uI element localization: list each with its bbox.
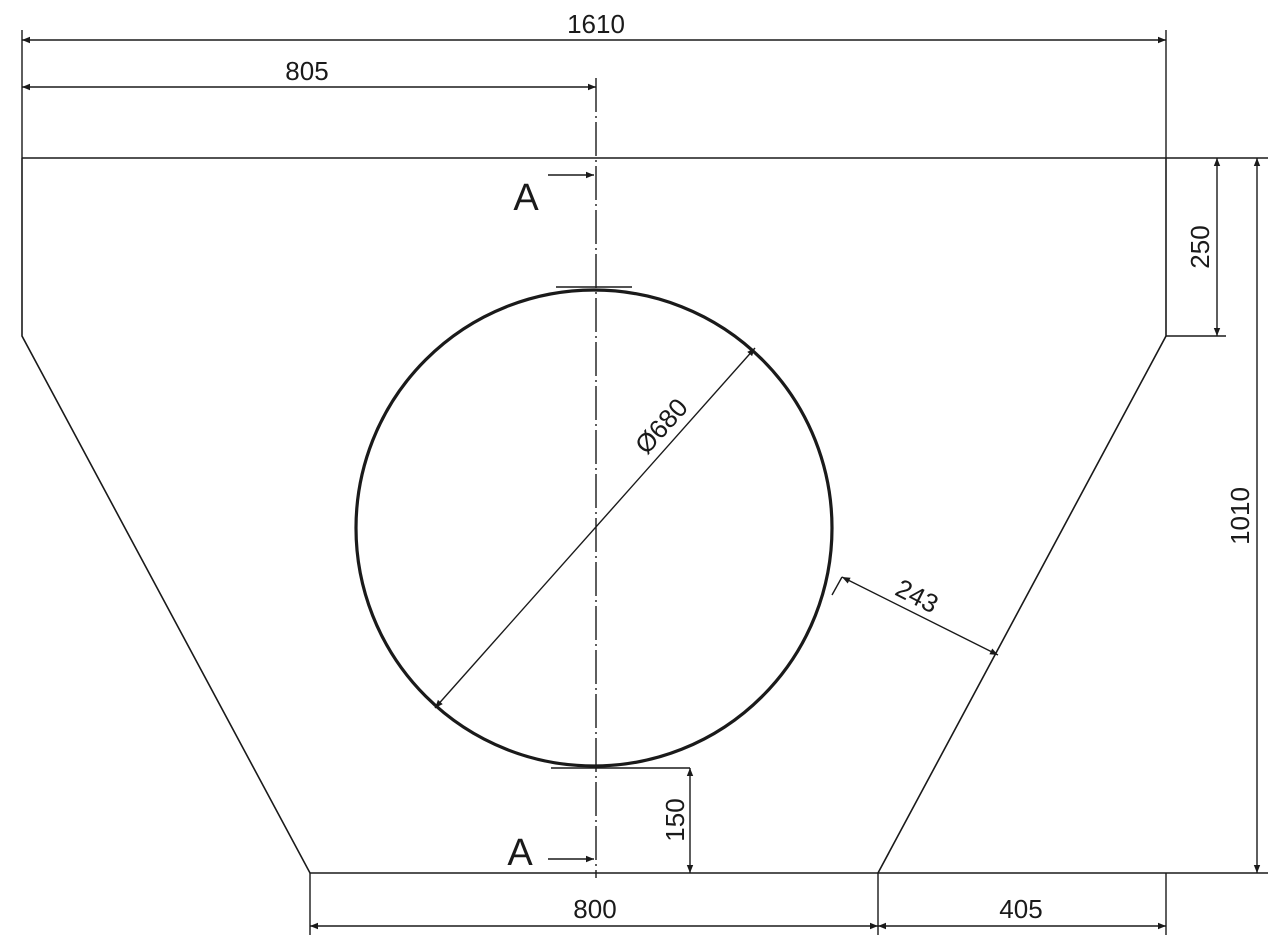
dim-label-243: 243 [891,573,943,619]
dim-label-800: 800 [573,894,616,924]
dim-hole-diameter: Ø680 [434,347,756,709]
hopper-outline [21,158,1167,874]
dim-label-250: 250 [1185,225,1215,268]
dim-label-680: Ø680 [629,392,694,459]
dim-overall-width: 1610 [22,9,1166,44]
dim-bottom-width: 800 [310,894,878,930]
dim-line-680 [434,347,756,709]
dim-top-height: 250 [1185,158,1221,336]
dim-hole-clearance: 243 [831,573,999,656]
dim-label-805: 805 [285,56,328,86]
part-outline [21,157,1167,874]
dim-243-leader [831,576,843,596]
extension-lines [21,30,1268,935]
section-label-bottom: A [507,832,533,874]
dim-line-243 [841,576,999,656]
dim-total-height: 1010 [1225,158,1261,873]
section-label-top: A [513,177,539,219]
hole-circle [354,288,834,768]
section-marker-top: A [513,171,594,219]
dim-bottom-right-offset: 405 [878,894,1166,930]
dim-label-405: 405 [999,894,1042,924]
dim-label-1610: 1610 [567,9,625,39]
section-marker-bottom: A [507,832,594,874]
dim-label-150: 150 [660,798,690,841]
dim-label-1010: 1010 [1225,487,1255,545]
dim-half-width: 805 [22,56,596,91]
circular-hole [354,286,834,769]
dim-hole-bottom-offset: 150 [660,768,694,873]
